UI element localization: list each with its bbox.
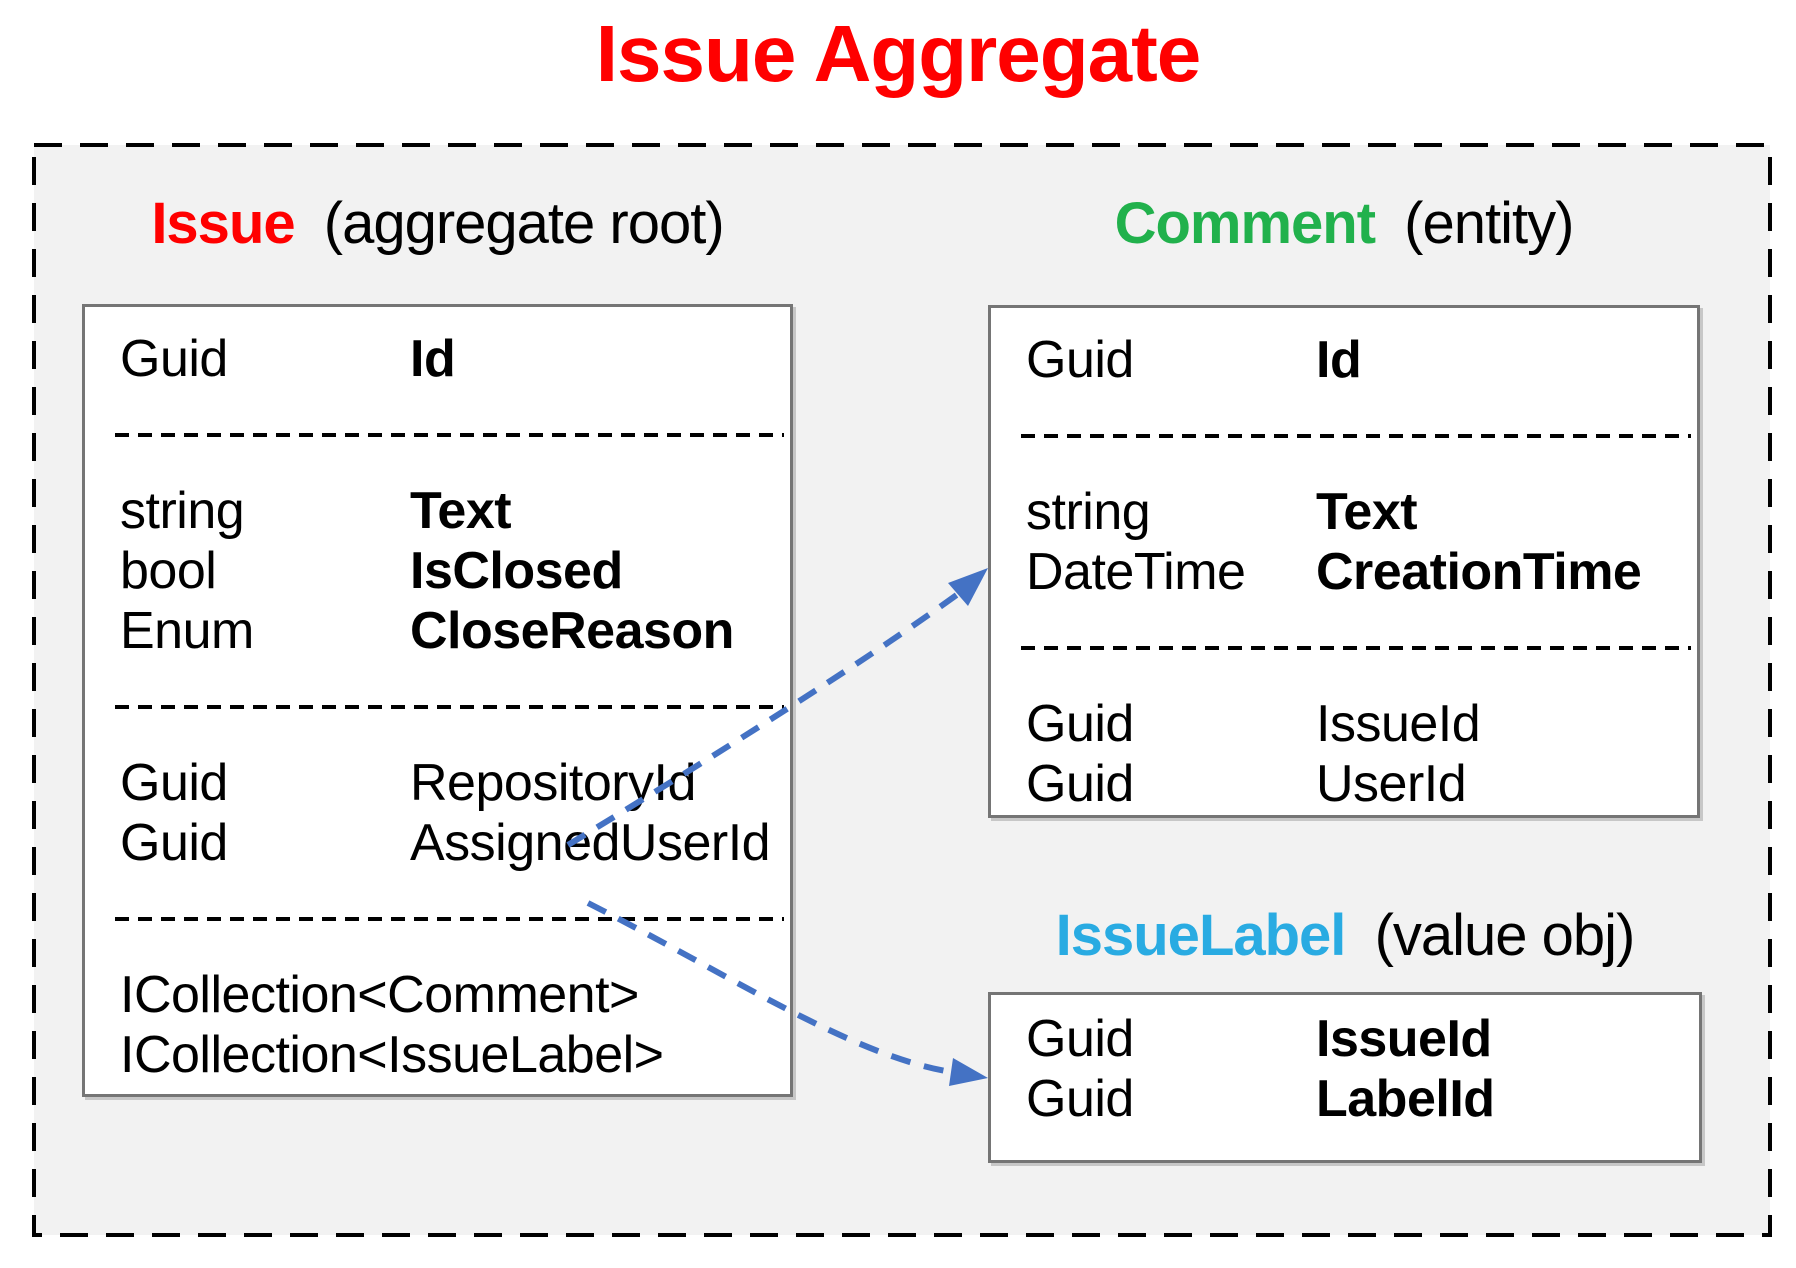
issuelabel-name: IssueLabel [1055, 903, 1347, 968]
section-divider [991, 602, 1697, 694]
field-row: Guid AssignedUserId [85, 813, 790, 873]
field-name: IssueId [1316, 1010, 1492, 1068]
field-type: bool [120, 542, 217, 600]
field-name: Text [410, 482, 512, 540]
field-type: Guid [1026, 1070, 1134, 1128]
field-type: DateTime [1026, 543, 1246, 601]
field-type: Guid [120, 814, 228, 872]
section-divider [991, 390, 1697, 482]
field-row: Guid IssueId [991, 1009, 1699, 1069]
field-row: Guid LabelId [991, 1069, 1699, 1129]
field-name: Text [1316, 483, 1418, 541]
section-divider [85, 389, 790, 481]
field-type: Guid [120, 754, 228, 812]
field-type: string [120, 482, 245, 540]
field-type: Guid [120, 330, 228, 388]
field-name: CreationTime [1316, 543, 1642, 601]
issuelabel-header: IssueLabel (value obj) [988, 902, 1702, 969]
field-row: DateTime CreationTime [991, 542, 1697, 602]
field-type: ICollection<Comment> [120, 966, 639, 1024]
field-name: IsClosed [410, 542, 623, 600]
field-name: UserId [1316, 755, 1467, 813]
comment-header: Comment (entity) [988, 190, 1700, 257]
field-row: ICollection<Comment> [85, 965, 790, 1025]
field-type: Enum [120, 602, 254, 660]
field-row: bool IsClosed [85, 541, 790, 601]
dashed-line [1021, 646, 1691, 650]
field-row: Guid IssueId [991, 694, 1697, 754]
field-type: Guid [1026, 695, 1134, 753]
field-type: Guid [1026, 755, 1134, 813]
field-type: Guid [1026, 331, 1134, 389]
field-row: string Text [991, 482, 1697, 542]
field-type: ICollection<IssueLabel> [120, 1026, 664, 1084]
field-row: ICollection<IssueLabel> [85, 1025, 790, 1085]
field-row: Guid UserId [991, 754, 1697, 814]
field-row: Guid Id [85, 329, 790, 389]
issue-header: Issue (aggregate root) [82, 190, 793, 257]
dashed-line [115, 433, 784, 437]
field-type: string [1026, 483, 1151, 541]
comment-qualifier: (entity) [1404, 191, 1574, 256]
field-row: string Text [85, 481, 790, 541]
dashed-line [115, 917, 784, 921]
section-divider [85, 661, 790, 753]
field-name: AssignedUserId [410, 814, 771, 872]
field-name: IssueId [1316, 695, 1481, 753]
field-row: Guid RepositoryId [85, 753, 790, 813]
issue-qualifier: (aggregate root) [323, 191, 725, 256]
comment-name: Comment [1114, 191, 1376, 256]
field-name: Id [1316, 331, 1362, 389]
dashed-line [1021, 434, 1691, 438]
field-name: LabelId [1316, 1070, 1495, 1128]
section-divider [85, 873, 790, 965]
field-name: Id [410, 330, 456, 388]
field-row: Guid Id [991, 330, 1697, 390]
field-type: Guid [1026, 1010, 1134, 1068]
field-name: RepositoryId [410, 754, 696, 812]
field-name: CloseReason [410, 602, 734, 660]
issue-name: Issue [151, 191, 295, 256]
field-row: Enum CloseReason [85, 601, 790, 661]
issuelabel-qualifier: (value obj) [1374, 903, 1636, 968]
page-title: Issue Aggregate [595, 9, 1201, 98]
dashed-line [115, 705, 784, 709]
